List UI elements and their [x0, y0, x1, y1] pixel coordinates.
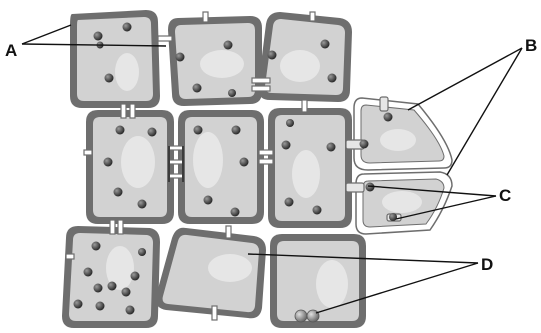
leader-a-1: [22, 25, 71, 44]
cell-r3-1: [62, 226, 160, 328]
label-c: C: [499, 187, 511, 204]
cell-r2-1: [86, 110, 174, 224]
nucleus: [208, 254, 252, 282]
nucleus: [382, 191, 422, 213]
nucleus: [292, 150, 320, 198]
nucleus: [121, 136, 155, 188]
leader-b-1: [408, 48, 522, 110]
cell-r2-2: [178, 110, 264, 224]
cell-r2-3: [268, 108, 352, 228]
cell-r1-2: [168, 16, 262, 106]
nucleus: [193, 132, 223, 188]
nucleus: [316, 260, 348, 308]
nucleus: [200, 50, 244, 78]
nucleus: [280, 50, 320, 82]
label-b: B: [525, 37, 537, 54]
nucleus: [380, 129, 416, 151]
cell-r1-1: [70, 10, 160, 108]
label-d: D: [481, 256, 493, 273]
cell-r3-2: [156, 228, 266, 319]
cell-right-bottom: [356, 172, 452, 234]
label-a: A: [5, 42, 17, 59]
cell-right-top: [354, 98, 452, 170]
leader-b-2: [447, 48, 522, 175]
nucleus: [115, 53, 139, 91]
